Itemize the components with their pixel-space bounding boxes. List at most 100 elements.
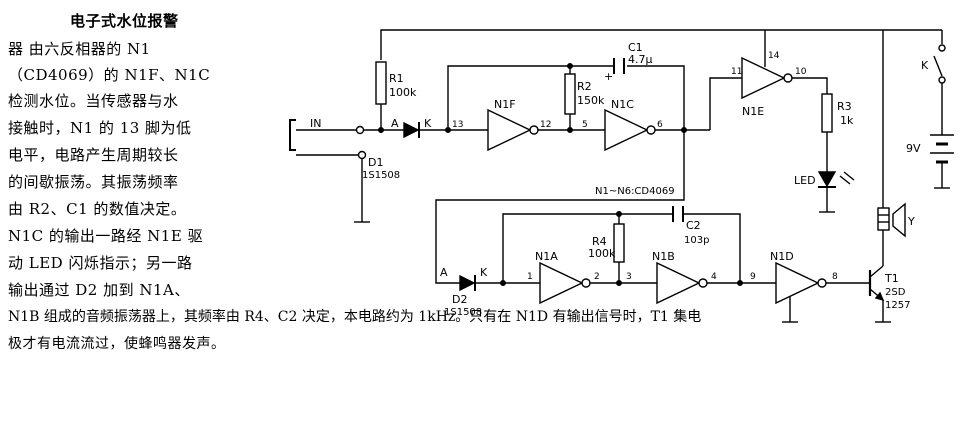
resistor-r1 — [375, 61, 387, 105]
led-ray — [843, 171, 855, 181]
article-line-full: 极才有电流流过，使蜂鸣器发声。 — [8, 336, 226, 352]
diode-d2 — [459, 274, 476, 292]
article-line: 输出通过 D2 加到 N1A、 — [8, 281, 190, 299]
gate-n1e-label: N1E — [742, 105, 764, 118]
article-line-full: N1B 组成的音频振荡器上，其频率由 R4、C2 决定，本电路约为 1kHz。只… — [8, 309, 702, 325]
inverter-bubble — [646, 125, 656, 135]
resistor-r2 — [564, 73, 576, 115]
article-line: 接触时，N1 的 13 脚为低 — [8, 119, 192, 137]
n1e-out-wire — [792, 77, 828, 94]
r2-name: R2 — [577, 80, 592, 93]
c1-name: C1 — [628, 41, 643, 54]
c2-value: 103p — [684, 235, 709, 246]
pin-14: 14 — [768, 51, 780, 61]
gate-n1a-label: N1A — [535, 250, 558, 263]
d2-cathode-label: K — [480, 266, 488, 279]
junction-dot — [616, 280, 623, 287]
pin-2: 2 — [594, 272, 600, 282]
pin-8: 8 — [832, 272, 838, 282]
speaker-label: Y — [907, 215, 915, 228]
resistor-r3 — [821, 93, 833, 133]
gate-n1f-label: N1F — [494, 98, 516, 111]
speaker-cone — [892, 202, 906, 238]
r3-value: 1k — [840, 114, 854, 127]
inverter-n1e — [741, 56, 786, 100]
probe-sensor — [289, 119, 296, 151]
pin-12: 12 — [540, 120, 551, 130]
switch-contact — [938, 76, 946, 84]
junction-dot — [567, 63, 574, 70]
led-symbol — [817, 171, 837, 188]
d2-value: 1S1508 — [444, 307, 482, 318]
pin-11: 11 — [731, 67, 742, 77]
article-line: 的间歇振荡。其振荡频率 — [8, 173, 179, 191]
in-label: IN — [310, 117, 321, 130]
d1-value: 1S1508 — [362, 170, 400, 181]
inverter-bubble — [817, 278, 827, 288]
c1-plus: + — [604, 70, 613, 83]
r1-name: R1 — [389, 72, 404, 85]
in-terminal — [355, 125, 365, 135]
junction-dot — [737, 280, 744, 287]
article-line: 由 R2、C1 的数值决定。 — [8, 200, 187, 218]
led-ray — [839, 175, 851, 185]
feedback-wire — [447, 65, 613, 130]
battery-label: 9V — [906, 142, 921, 155]
pin-1: 1 — [527, 272, 533, 282]
switch-lever — [933, 55, 943, 77]
inverter-n1d — [775, 261, 820, 305]
transistor-t1-collector — [869, 265, 884, 278]
inverter-bubble — [783, 73, 793, 83]
inverter-bubble — [698, 278, 708, 288]
led-label: LED — [794, 174, 816, 187]
diode-d1 — [403, 121, 420, 139]
pin-13: 13 — [452, 120, 463, 130]
gate-n1c-label: N1C — [611, 98, 634, 111]
pin-4: 4 — [711, 272, 717, 282]
c2-loop-wire — [502, 213, 672, 283]
c2-name: C2 — [686, 219, 701, 232]
d2-anode-label: A — [440, 266, 448, 279]
top-rail-wire — [380, 29, 883, 60]
t1-type: 2SD — [885, 287, 906, 298]
inverter-n1c — [604, 108, 649, 152]
article-line: 器 由六反相器的 N1 — [8, 40, 151, 58]
d1-cathode-label: K — [424, 117, 432, 130]
article-line: （CD4069）的 N1F、N1C — [8, 66, 211, 84]
t1-number: 1257 — [885, 300, 910, 311]
r4-name: R4 — [592, 235, 607, 248]
pin-5: 5 — [582, 120, 588, 130]
inverter-bubble — [581, 278, 591, 288]
c2-loop-wire — [684, 213, 741, 283]
resistor-r4 — [613, 223, 625, 263]
pin-3: 3 — [626, 272, 632, 282]
speaker-y — [877, 207, 890, 231]
pin-6: 6 — [657, 120, 663, 130]
t1-name: T1 — [884, 272, 899, 285]
inverter-n1f — [487, 108, 532, 152]
inverter-bubble — [529, 125, 539, 135]
d2-name: D2 — [452, 293, 467, 306]
inverter-n1b — [656, 261, 701, 305]
pin-9: 9 — [750, 272, 756, 282]
n1c-to-d2-wire — [435, 130, 685, 284]
ic-note: N1~N6:CD4069 — [595, 186, 675, 197]
inverter-n1a — [539, 261, 584, 305]
switch-contact — [938, 44, 946, 52]
gate-n1b-label: N1B — [652, 250, 675, 263]
d1-anode-label: A — [391, 117, 399, 130]
gate-n1d-label: N1D — [770, 250, 794, 263]
r3-name: R3 — [837, 100, 852, 113]
r2-value: 150k — [577, 94, 605, 107]
feedback-wire — [627, 65, 685, 130]
n1e-in-wire — [709, 77, 742, 130]
article-line: 电平，电路产生周期较长 — [8, 146, 179, 164]
d1-name: D1 — [368, 156, 383, 169]
d1-terminal — [357, 150, 367, 160]
switch-label: K — [921, 59, 929, 72]
article-title: 电子式水位报警 — [70, 12, 179, 30]
junction-dot — [567, 126, 574, 133]
r4-value: 100k — [588, 247, 616, 260]
pin-10: 10 — [795, 67, 807, 77]
